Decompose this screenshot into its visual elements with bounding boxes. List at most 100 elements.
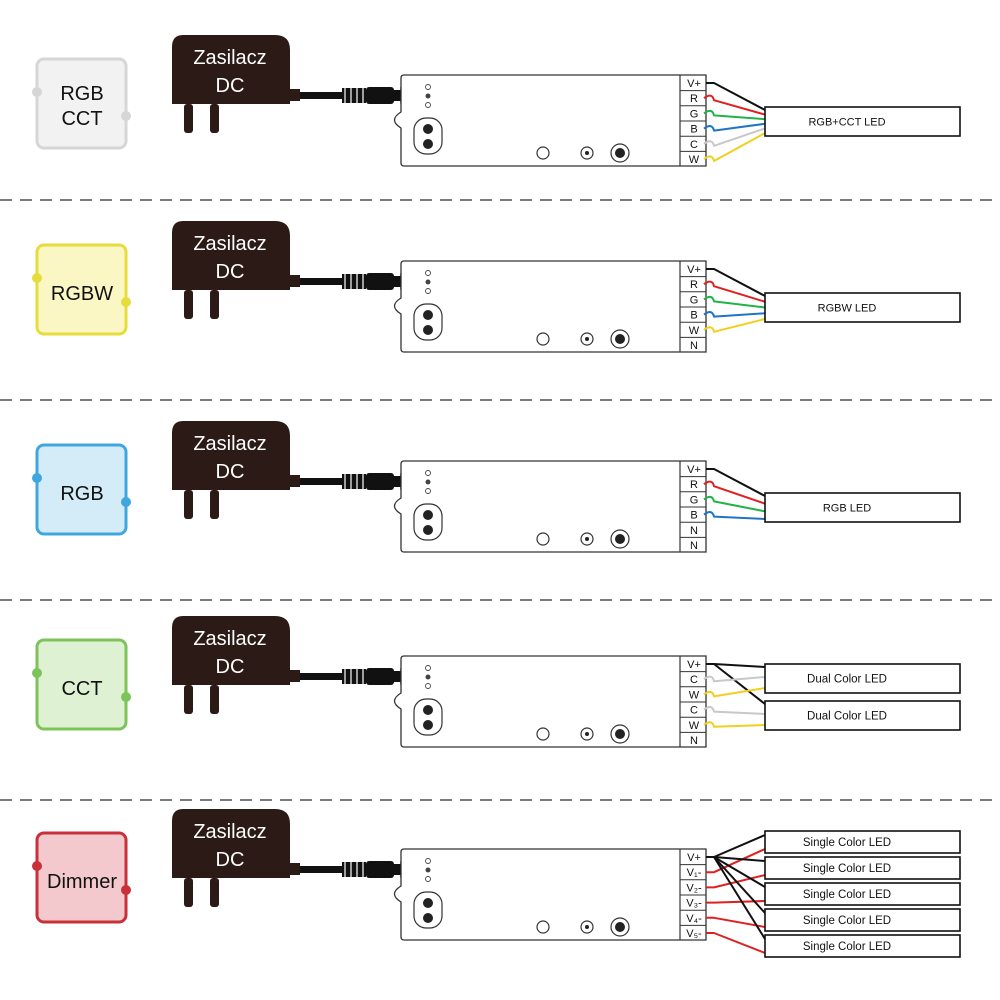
wire (706, 82, 766, 111)
led-strip: Dual Color LED (764, 700, 961, 731)
polarity-icon (425, 84, 431, 90)
wire (703, 318, 766, 333)
connector-pin (423, 510, 433, 520)
mode-label: Dimmer (47, 871, 117, 893)
status-led-indicator (536, 532, 550, 546)
terminal-label: V+ (687, 464, 701, 476)
adapter-body (172, 809, 300, 878)
adapter-body (172, 421, 300, 490)
adapter-label: DC (216, 461, 245, 483)
led-strip: RGB LED (764, 492, 961, 523)
led-strip-label: RGBW LED (818, 303, 877, 315)
adapter-body (172, 221, 300, 290)
led-strip-label: Single Color LED (803, 837, 891, 849)
terminal-label: N (690, 735, 698, 747)
polarity-icon (425, 479, 431, 485)
wires (703, 468, 766, 520)
wire (706, 856, 766, 940)
wire (703, 480, 766, 505)
wire (706, 468, 766, 497)
dc-plug-tip (394, 90, 401, 101)
dc-cable (300, 866, 342, 873)
dc-plug (342, 474, 366, 489)
polarity-icon (425, 102, 431, 108)
mode-card-dot (32, 273, 42, 283)
mode-card: CCT (32, 638, 131, 731)
terminal-label: B (690, 510, 697, 522)
terminal-label: R (690, 479, 698, 491)
led-strip: Single Color LED (764, 882, 961, 906)
adapter-prong (210, 490, 219, 519)
dc-plug-tip (394, 864, 401, 875)
led-strip-box (764, 830, 961, 854)
dc-plug-tip (394, 276, 401, 287)
mode-label: RGB (60, 483, 103, 505)
status-led-indicator (536, 920, 550, 934)
terminal-label: B (690, 124, 697, 136)
adapter-label: DC (216, 656, 245, 678)
led-strip-box (764, 292, 961, 323)
polarity-icon (425, 279, 431, 285)
mode-card-frame (35, 243, 128, 336)
adapter-label: Zasilacz (193, 821, 266, 843)
terminal-label: V₂- (686, 882, 702, 894)
dc-plug (366, 668, 394, 685)
terminal-label: V₅- (686, 928, 702, 940)
wire (706, 663, 766, 705)
led-strip: Single Color LED (764, 934, 961, 958)
adapter-prong (184, 685, 193, 714)
wire (703, 721, 766, 728)
connector-pin (423, 720, 433, 730)
led-strip-label: Single Color LED (803, 889, 891, 901)
led-strip-label: Single Color LED (803, 941, 891, 953)
terminal-label: V₁- (687, 867, 702, 879)
wire (706, 856, 766, 914)
terminal-label: N (690, 525, 698, 537)
controller-case (393, 74, 707, 167)
led-strip-box (764, 934, 961, 958)
dc-plug (366, 473, 394, 490)
dc-plug-tip (394, 476, 401, 487)
adapter-prong (184, 290, 193, 319)
wire (703, 495, 766, 513)
dc-plug (366, 861, 394, 878)
side-connector (413, 503, 443, 541)
wire (703, 122, 766, 132)
mode-card-frame (35, 443, 128, 536)
learn-button (615, 534, 625, 544)
adapter-label: Zasilacz (193, 233, 266, 255)
side-connector (413, 117, 443, 155)
mode-card-dot (121, 885, 131, 895)
polarity-icon (425, 288, 431, 294)
adapter-prong (184, 878, 193, 907)
polarity-icon (425, 270, 431, 276)
led-strip-label: Single Color LED (803, 863, 891, 875)
mode-card-frame (35, 57, 128, 150)
wire (703, 706, 766, 715)
wire (703, 311, 766, 318)
learn-button (615, 148, 625, 158)
learn-button (615, 334, 625, 344)
terminal-label: G (690, 294, 699, 306)
side-connector (413, 891, 443, 929)
led-strip-box (764, 856, 961, 880)
terminal-label: W (689, 154, 700, 166)
polarity-icon (425, 674, 431, 680)
terminal-label: R (690, 93, 698, 105)
led-strip-box (764, 492, 961, 523)
connector-pin (423, 705, 433, 715)
led-strip: RGB+CCT LED (764, 106, 961, 137)
adapter-label: Zasilacz (193, 628, 266, 650)
wire (703, 109, 766, 121)
wire (706, 848, 766, 874)
terminal-label: B (690, 310, 697, 322)
polarity-icon (425, 683, 431, 689)
